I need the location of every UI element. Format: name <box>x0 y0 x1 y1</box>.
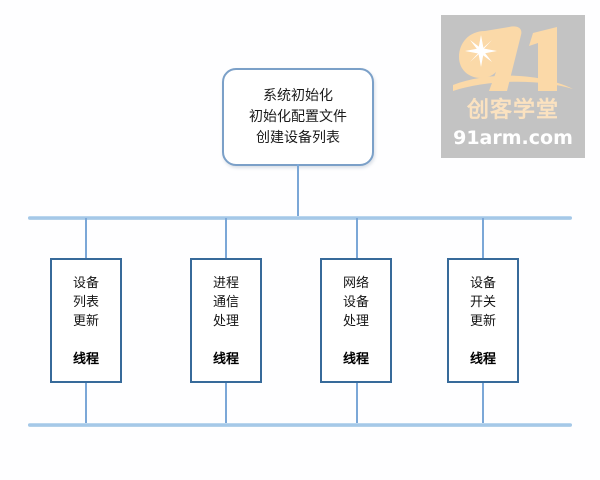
thread-line-2: 开关 <box>469 295 496 310</box>
thread-line-3: 更新 <box>469 314 496 329</box>
system-init-line-3: 创建设备列表 <box>256 129 340 146</box>
thread-box-network-device-handling[interactable]: 网络 设备 处理 线程 <box>320 258 392 383</box>
drop-connector-bottom-2 <box>225 383 227 425</box>
drop-connector-top-2 <box>225 218 227 258</box>
thread-tag: 线程 <box>72 352 99 367</box>
top-bus-line <box>28 216 572 220</box>
thread-line-2: 通信 <box>212 295 239 310</box>
watermark-overlay: 创客学堂 91arm.com <box>441 15 585 158</box>
thread-line-3: 处理 <box>212 314 239 329</box>
thread-label-group: 网络 设备 处理 <box>343 274 369 331</box>
thread-box-process-comm-handling[interactable]: 进程 通信 处理 线程 <box>190 258 262 383</box>
system-init-node[interactable]: 系统初始化 初始化配置文件 创建设备列表 <box>222 68 374 166</box>
drop-connector-bottom-4 <box>482 383 484 425</box>
thread-tag: 线程 <box>469 352 496 367</box>
drop-connector-top-1 <box>85 218 87 258</box>
thread-tag: 线程 <box>212 352 239 367</box>
drop-connector-bottom-1 <box>85 383 87 425</box>
bottom-bus-line <box>28 423 572 427</box>
thread-line-1: 设备 <box>469 276 496 291</box>
thread-label-group: 设备 列表 更新 <box>73 274 99 331</box>
drop-connector-top-3 <box>356 218 358 258</box>
thread-line-3: 更新 <box>72 314 99 329</box>
system-init-line-2: 初始化配置文件 <box>249 108 347 125</box>
system-init-line-1: 系统初始化 <box>263 87 333 104</box>
thread-line-2: 列表 <box>72 295 99 310</box>
thread-line-3: 处理 <box>342 314 369 329</box>
drop-connector-bottom-3 <box>356 383 358 425</box>
watermark-brand-cn: 创客学堂 <box>466 98 559 123</box>
thread-box-device-list-update[interactable]: 设备 列表 更新 线程 <box>50 258 122 383</box>
thread-tag: 线程 <box>342 352 369 367</box>
thread-label-group: 设备 开关 更新 <box>470 274 496 331</box>
watermark-site-url: 91arm.com <box>453 127 573 149</box>
thread-line-1: 进程 <box>212 276 239 291</box>
thread-box-device-switch-update[interactable]: 设备 开关 更新 线程 <box>447 258 519 383</box>
trunk-connector <box>297 164 299 218</box>
thread-label-group: 进程 通信 处理 <box>213 274 239 331</box>
drop-connector-top-4 <box>482 218 484 258</box>
thread-line-1: 网络 <box>342 276 369 291</box>
thread-line-1: 设备 <box>72 276 99 291</box>
logo-91-icon <box>453 26 573 91</box>
thread-line-2: 设备 <box>342 295 369 310</box>
